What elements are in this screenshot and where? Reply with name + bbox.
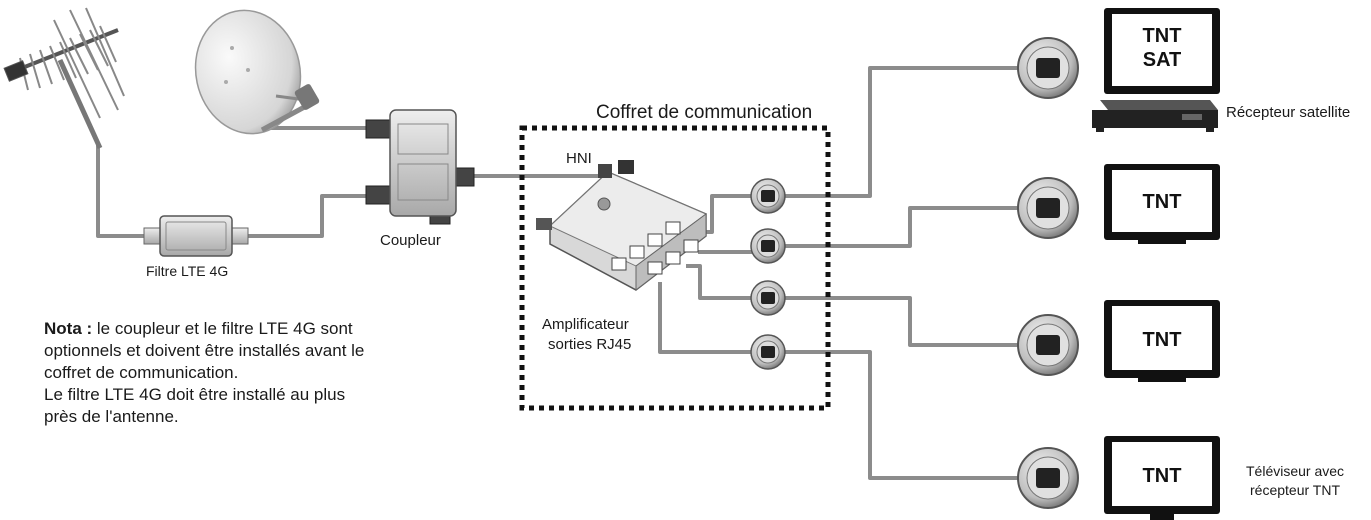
cable-tv-4 <box>784 350 1018 480</box>
cable-tv-2 <box>784 206 1018 248</box>
tv-receiver-label-line2: récepteur TNT <box>1250 482 1340 498</box>
rj45-socket-small-2 <box>750 228 786 264</box>
tv-1: TNT SAT <box>1104 8 1220 94</box>
tv-3: TNT <box>1104 300 1220 382</box>
dish-arm <box>260 101 312 133</box>
coupler-body <box>389 109 457 217</box>
terrestrial-antenna <box>3 7 125 150</box>
tv-2-line1: TNT <box>1143 191 1182 213</box>
rj45-socket-large-2 <box>1017 177 1079 239</box>
rj45-socket-large-3 <box>1017 314 1079 376</box>
cable-antenna-filter <box>96 142 148 238</box>
lte-filter-body <box>159 215 233 257</box>
cable-tv-1 <box>784 66 1018 198</box>
note-text-2: Le filtre LTE 4G doit être installé au p… <box>44 385 346 426</box>
wall-rj45-sockets <box>1017 37 1079 509</box>
satellite-dish <box>194 9 320 135</box>
rj45-socket-large-4 <box>1017 447 1079 509</box>
tv-1-line2: SAT <box>1143 49 1182 71</box>
tv-4: TNT <box>1104 436 1220 520</box>
communication-box-border <box>519 125 831 411</box>
tv-1-line1: TNT <box>1143 25 1182 47</box>
cable-tv-3 <box>784 296 1018 347</box>
rj45-socket-small-3 <box>750 280 786 316</box>
dish-lnb <box>294 84 320 110</box>
amplifier-label-line2: sorties RJ45 <box>548 336 632 353</box>
filter-label: Filtre LTE 4G <box>146 263 229 279</box>
lte-filter <box>143 215 249 257</box>
coupler <box>365 109 475 225</box>
cable-out-3 <box>686 264 752 300</box>
antenna-head <box>3 60 29 82</box>
satellite-receiver-label: Récepteur satellite <box>1226 104 1351 121</box>
rj45-socket-small-4 <box>750 334 786 370</box>
hni-label: HNI <box>566 150 592 167</box>
note-text-1: le coupleur et le filtre LTE 4G sont opt… <box>44 319 365 382</box>
note-block: Nota : le coupleur et le filtre LTE 4G s… <box>44 318 374 428</box>
rj45-socket-large-1 <box>1017 37 1079 99</box>
tv-4-line1: TNT <box>1143 465 1182 487</box>
tv-3-line1: TNT <box>1143 329 1182 351</box>
tv-2: TNT <box>1104 164 1220 244</box>
cable-filter-coupler <box>246 194 372 238</box>
satellite-receiver <box>1092 100 1218 132</box>
amplifier-rj45-ports <box>611 221 699 275</box>
cable-out-4 <box>658 282 752 354</box>
small-rj45-sockets <box>750 178 786 370</box>
amplifier-input-connector <box>598 164 612 178</box>
coupler-label: Coupleur <box>380 232 441 249</box>
antenna-mast <box>57 58 103 150</box>
amplifier <box>536 160 707 292</box>
rj45-socket-small-1 <box>750 178 786 214</box>
communication-box-title: Coffret de communication <box>596 102 813 123</box>
amplifier-label-line1: Amplificateur <box>542 316 629 333</box>
note-title: Nota : <box>44 319 93 338</box>
antenna-elements <box>19 7 125 119</box>
tv-receiver-label-line1: Téléviseur avec <box>1246 463 1345 479</box>
